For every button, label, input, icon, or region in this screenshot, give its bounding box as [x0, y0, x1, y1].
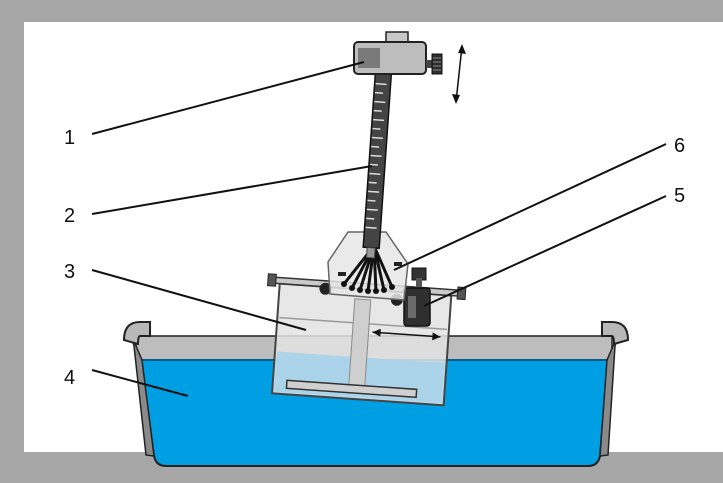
vertical-adjust-arrow — [452, 44, 466, 104]
spring-tips — [341, 281, 395, 294]
leader-1 — [91, 61, 365, 135]
pivot-left — [319, 282, 332, 295]
callout-label-4: 4 — [64, 367, 75, 389]
leader-2 — [91, 165, 373, 215]
holder-thumb-screw-stem — [426, 60, 434, 68]
callout-label-6: 6 — [674, 135, 685, 157]
callout-label-2: 2 — [64, 205, 75, 227]
holder-thumb-screw — [431, 53, 443, 75]
tray-left-lip — [122, 321, 151, 346]
clamp-screw — [403, 267, 431, 327]
leader-5 — [423, 195, 667, 307]
container-base-plate — [285, 379, 418, 399]
leader-3 — [91, 269, 307, 331]
rod-tip — [365, 246, 376, 259]
horizontal-adjust-arrow — [372, 328, 441, 341]
leader-lines — [91, 61, 667, 397]
bracket-peg-left — [338, 272, 346, 276]
leader-6 — [393, 143, 667, 271]
clamp-highlight — [408, 296, 416, 318]
bar-cap-left — [267, 273, 277, 287]
hanger-bracket — [327, 231, 409, 301]
clamp-neck — [416, 278, 422, 288]
callout-label-1: 1 — [64, 127, 75, 149]
bracket-peg-right — [394, 262, 402, 266]
water-body — [139, 359, 610, 467]
leader-4 — [91, 369, 189, 397]
callout-label-5: 5 — [674, 185, 685, 207]
holder-shade — [358, 48, 380, 68]
tray-right-lip — [601, 321, 630, 346]
callout-label-3: 3 — [64, 261, 75, 283]
rod-tick-marks — [365, 82, 387, 229]
thumb-screw-ridges — [433, 57, 441, 71]
clamp-body — [403, 287, 431, 327]
